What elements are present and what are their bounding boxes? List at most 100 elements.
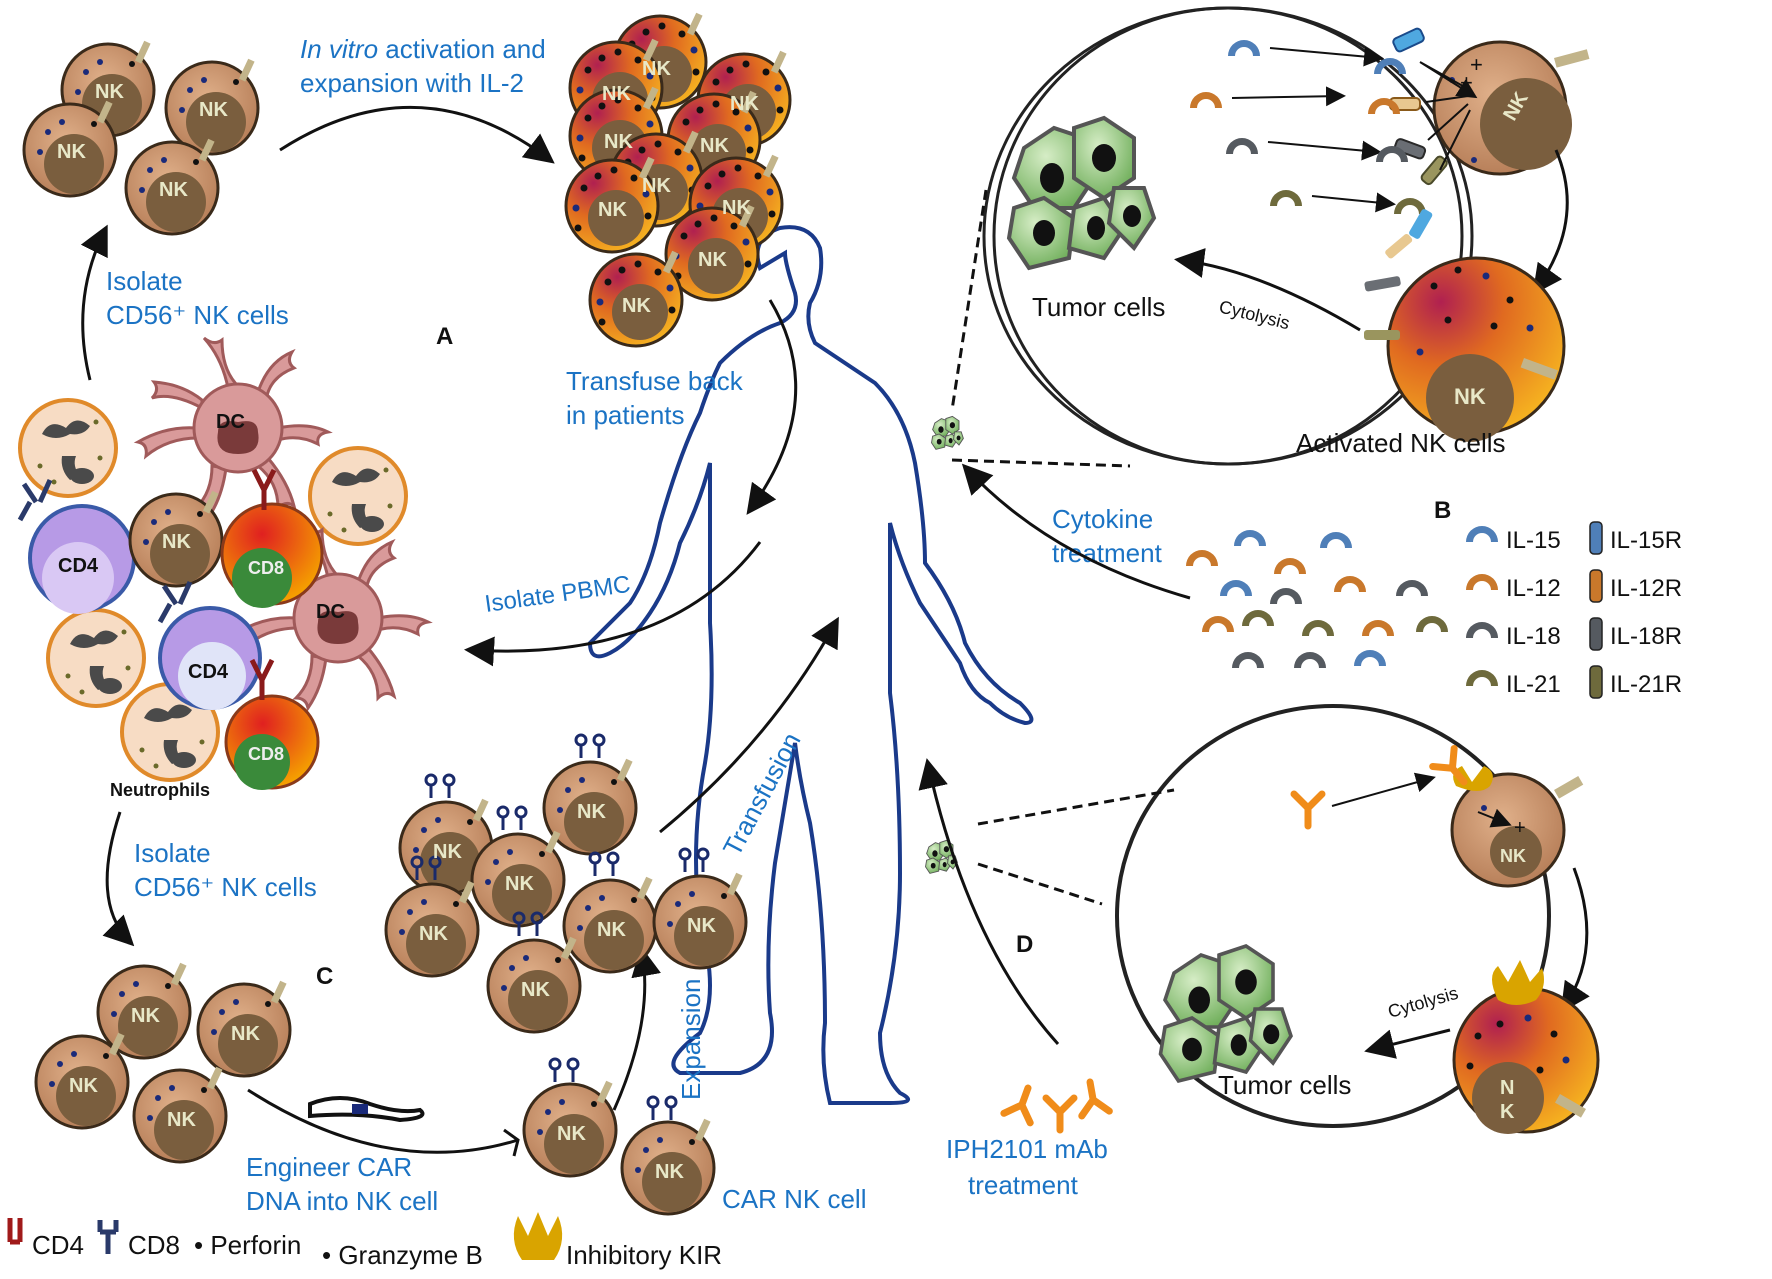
svg-text:DC: DC <box>216 411 245 433</box>
cytokine-receptor-label: IL-21R <box>1610 671 1682 698</box>
cytokine-ligand-icon <box>1466 526 1498 542</box>
cytokine-legend-row: IL-18 IL-18R <box>1466 617 1682 651</box>
engineer-label-2: DNA into NK cell <box>246 1186 438 1216</box>
isolate-a-label-2: CD56⁺ NK cells <box>106 300 289 330</box>
svg-text:+: + <box>1514 817 1526 839</box>
panel-label-a: A <box>436 323 453 350</box>
cytokine-arrow <box>961 463 1191 600</box>
svg-text:NK: NK <box>598 199 627 221</box>
kir-legend-icon <box>513 1212 563 1260</box>
svg-text:NK: NK <box>433 841 462 863</box>
cytokine-legend: IL-15 IL-15R IL-12 IL-12R IL-18 IL-18R IL-21 IL… <box>1466 521 1682 699</box>
cytokine-ligand-label: IL-21 <box>1506 671 1561 698</box>
bottom-legend: CD4 CD8 • Perforin • Granzyme B Inhibito… <box>7 1212 722 1270</box>
isolate-pbmc-label: Isolate PBMC <box>483 571 632 618</box>
svg-text:NK: NK <box>69 1075 98 1097</box>
svg-text:NK: NK <box>57 141 86 163</box>
cytokine-receptor-icon <box>1589 665 1603 699</box>
panel-b-resting-nk <box>1432 40 1590 176</box>
cytolysis-b-label: Cytolysis <box>1217 296 1292 333</box>
svg-text:NK: NK <box>642 175 671 197</box>
legend-kir: Inhibitory KIR <box>566 1240 722 1270</box>
cytokine-receptor-label: IL-12R <box>1610 575 1682 602</box>
activated-nk-d-label-k: K <box>1500 1101 1515 1123</box>
svg-text:DC: DC <box>316 601 345 623</box>
cytolysis-d-arrow <box>1364 1028 1451 1059</box>
transfusion-label: Transfusion <box>717 728 807 861</box>
iph2101-antibodies <box>1004 1080 1109 1130</box>
cytokine-ligand-icon <box>1466 622 1498 638</box>
isolate-a-label-1: Isolate <box>106 266 183 296</box>
svg-text:NK: NK <box>419 923 448 945</box>
panel-b-receptor-binding <box>1190 27 1474 214</box>
svg-text:NK: NK <box>698 249 727 271</box>
isolate-a-arrow <box>80 224 108 381</box>
cytokine-legend-row: IL-15 IL-15R <box>1466 521 1682 555</box>
svg-text:NK: NK <box>722 197 751 219</box>
activated-nk-cells-label: Activated NK cells <box>1296 428 1506 458</box>
activated-nk-labels: NK NK NK NK NK NK NK NK NK NK <box>598 58 759 317</box>
svg-text:CD4: CD4 <box>58 555 99 577</box>
transfuse-label-1: Transfuse back <box>566 366 744 396</box>
zoom-line-d-2 <box>977 862 1103 906</box>
svg-text:NK: NK <box>622 295 651 317</box>
transfuse-label-2: in patients <box>566 400 685 430</box>
zoom-line-d-1 <box>977 788 1175 826</box>
panel-b-tumor-cluster <box>1007 116 1156 270</box>
car-dna-plasmid <box>308 1096 425 1123</box>
cd8-legend-icon <box>97 1220 119 1254</box>
panel-d-zoom-circle <box>1115 704 1551 1128</box>
panel-label-d: D <box>1016 931 1033 958</box>
cytokine-ligand-icon <box>1466 670 1498 686</box>
iph-arrow <box>918 758 1060 1046</box>
panel-d-nk-label: NK <box>1500 846 1526 866</box>
svg-text:NK: NK <box>505 873 534 895</box>
svg-text:NK: NK <box>597 919 626 941</box>
cd4-legend-icon <box>7 1218 23 1245</box>
cytokine-receptor-label: IL-15R <box>1610 527 1682 554</box>
tumor-cells-d-label: Tumor cells <box>1218 1070 1351 1100</box>
expansion-il2-label: expansion with IL-2 <box>300 68 524 98</box>
iph-label-2: treatment <box>968 1170 1079 1200</box>
free-antibody-d <box>1294 794 1322 826</box>
svg-text:NK: NK <box>655 1161 684 1183</box>
isolate-c-label-2: CD56⁺ NK cells <box>134 872 317 902</box>
legend-perforin: • Perforin <box>194 1230 301 1260</box>
svg-text:NK: NK <box>231 1023 260 1045</box>
activation-d-arrow <box>1560 867 1590 1013</box>
panel-a-nk-labels: NK NK NK NK <box>57 81 228 201</box>
svg-text:NK: NK <box>642 58 671 80</box>
svg-text:CD8: CD8 <box>248 744 284 764</box>
body-tumor-b <box>931 415 964 450</box>
panel-d-resting-nk <box>1433 748 1584 888</box>
car-nk-label: CAR NK cell <box>722 1184 866 1214</box>
panel-label-c: C <box>316 963 333 990</box>
panel-d-activated-nk <box>1452 960 1600 1134</box>
svg-text:NK: NK <box>557 1123 586 1145</box>
panel-a-resting-nk-cells <box>22 39 260 236</box>
zoom-line-b-1 <box>950 189 988 411</box>
svg-text:CD8: CD8 <box>248 558 284 578</box>
panel-c-nk-labels: NK NK NK NK <box>69 1005 260 1131</box>
cytolysis-d-label: Cytolysis <box>1386 983 1461 1022</box>
iph-label-1: IPH2101 mAb <box>946 1134 1108 1164</box>
cytokine-ligand-label: IL-12 <box>1506 575 1561 602</box>
cytokine-receptor-label: IL-18R <box>1610 623 1682 650</box>
cytokine-receptor-icon <box>1589 569 1603 603</box>
svg-text:NK: NK <box>167 1109 196 1131</box>
cytokine-ligand-label: IL-15 <box>1506 527 1561 554</box>
isolate-pbmc-arrow <box>464 541 762 667</box>
expansion-label: Expansion <box>676 979 706 1100</box>
panel-c-resting-nk-cells <box>34 961 292 1164</box>
transfuse-arrow <box>746 299 798 515</box>
svg-text:NK: NK <box>95 81 124 103</box>
svg-text:NK: NK <box>602 83 631 105</box>
svg-text:CD4: CD4 <box>188 661 229 683</box>
cytokine-ligand-label: IL-18 <box>1506 623 1561 650</box>
svg-text:+: + <box>1470 52 1483 77</box>
cytokine-legend-row: IL-12 IL-12R <box>1466 569 1682 603</box>
legend-granzyme: • Granzyme B <box>322 1240 483 1270</box>
legend-cd4: CD4 <box>32 1230 84 1260</box>
activated-nk-b-label: NK <box>1454 384 1486 409</box>
